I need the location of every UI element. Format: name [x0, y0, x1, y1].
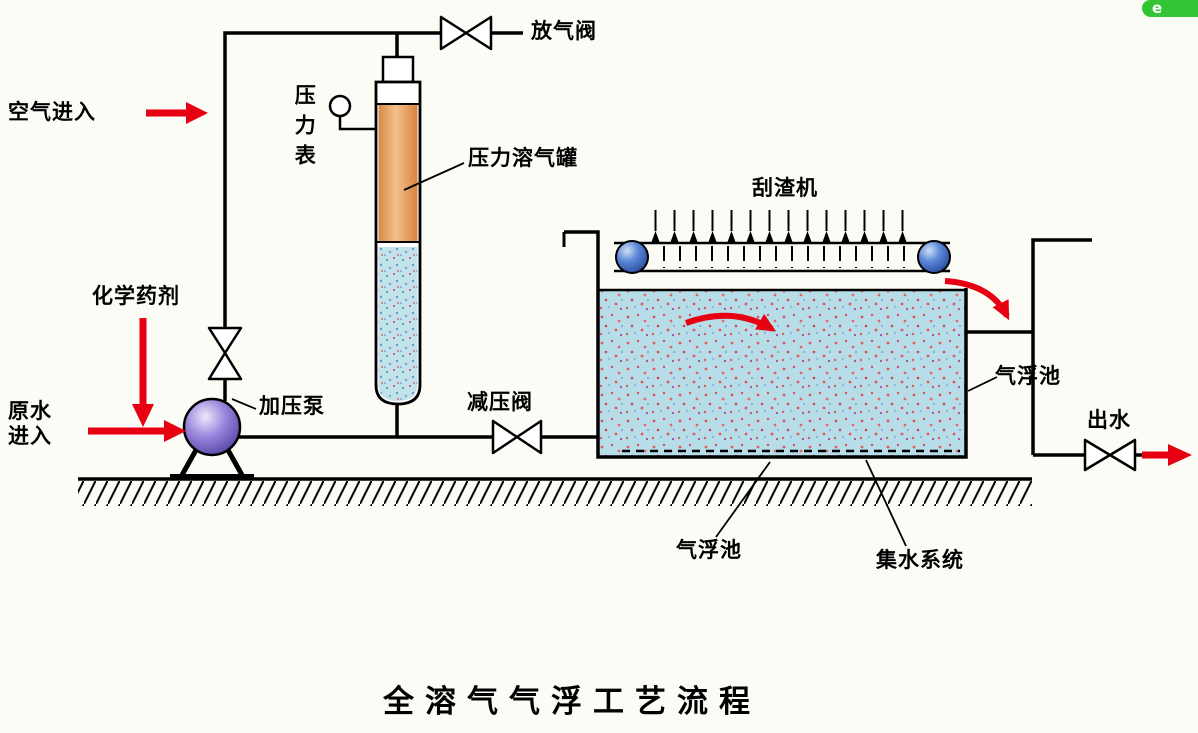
scum-scraper [614, 210, 951, 274]
label-outlet: 出水 [1087, 408, 1131, 432]
label-flotation-tank-bottom: 气浮池 [676, 538, 742, 562]
label-vent-valve: 放气阀 [531, 19, 597, 43]
overflow-arrow [944, 278, 1010, 321]
label-pressure-column: 压力溶气罐 [468, 146, 578, 170]
pointer-tank-bottom-label [715, 461, 771, 538]
pointer-collector-label [865, 459, 907, 547]
column-cap [381, 55, 415, 84]
label-pump: 加压泵 [259, 394, 325, 418]
outflow-arrow [1142, 444, 1192, 466]
label-pressure-gauge: 压力表 [292, 84, 317, 174]
label-raw-water-line1: 原水 [8, 399, 52, 423]
pointer-lines [231, 162, 998, 547]
logo-badge: e [1142, 0, 1198, 17]
scraper-teeth [651, 210, 917, 243]
pump-legs [179, 448, 245, 477]
column-section-lines [376, 103, 420, 243]
label-raw-water: 原水 进入 [8, 399, 52, 449]
pump-body [182, 397, 242, 457]
label-raw-water-line2: 进入 [8, 424, 52, 449]
tank-water [599, 291, 965, 456]
label-chemicals: 化学药剂 [92, 284, 180, 308]
air-in-arrow [146, 102, 208, 124]
ground [78, 477, 1032, 506]
column-gas-section [378, 104, 418, 242]
outlet-valve-icon [1083, 438, 1137, 472]
tank-walls [564, 230, 968, 459]
label-scraper: 刮渣机 [752, 176, 818, 200]
label-air-inlet: 空气进入 [8, 100, 96, 124]
pointer-column-label [403, 162, 465, 191]
scraper-wheel-left [615, 240, 649, 274]
pressure-gauge-icon [328, 94, 376, 131]
overflow-trough [966, 238, 1092, 455]
chemical-arrow [132, 318, 154, 427]
valves [207, 15, 1137, 472]
label-relief-valve: 减压阀 [467, 390, 533, 414]
label-flotation-tank-side: 气浮池 [995, 364, 1061, 388]
column-water-section [378, 247, 418, 401]
diagram-title: 全溶气气浮工艺流程 [383, 684, 761, 720]
pointer-tank-side-label [967, 376, 998, 392]
relief-valve-icon [491, 419, 543, 455]
air-supply-pipe [223, 31, 441, 328]
scraper-chain-links [656, 246, 912, 268]
gauge-dial [328, 94, 352, 118]
pump-inlet-valve-icon [207, 326, 243, 381]
flow-arrows [88, 102, 1192, 466]
scraper-belt [614, 241, 950, 273]
pointer-pump-label [231, 398, 257, 410]
scraper-wheel-right [917, 240, 951, 274]
pressure-column [374, 55, 422, 406]
raw-water-arrow [88, 420, 186, 442]
tank-flow-arrow [684, 312, 777, 332]
vent-valve-icon [439, 15, 493, 51]
gauge-stem [338, 116, 376, 131]
label-collection-system: 集水系统 [876, 548, 964, 572]
pressurizing-pump [170, 397, 254, 478]
ground-hatching [78, 481, 1032, 506]
pipes [223, 31, 1148, 457]
flotation-tank [562, 230, 1092, 459]
